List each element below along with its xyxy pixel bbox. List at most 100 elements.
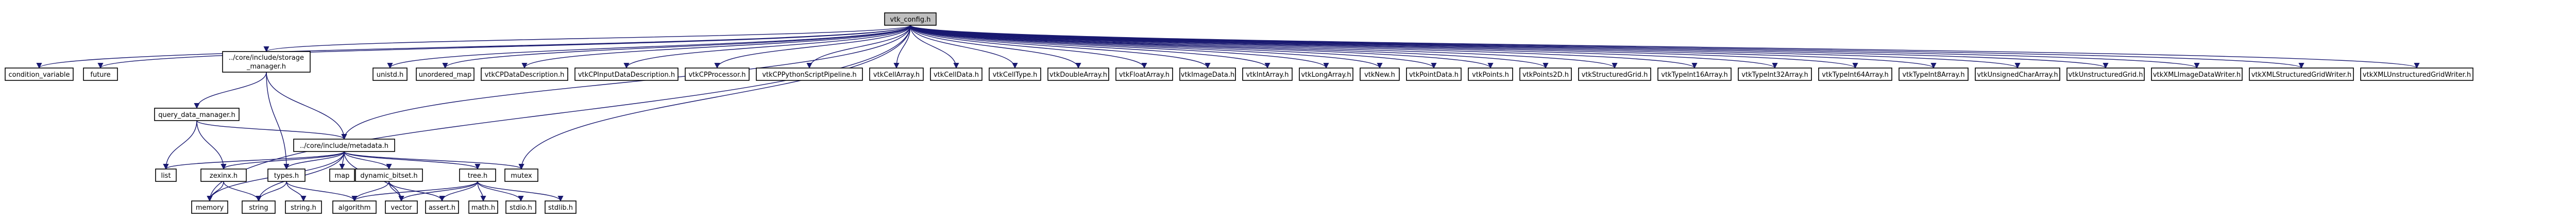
- node-box: [1519, 68, 1572, 81]
- node-assert-h[interactable]: assert.h: [425, 200, 459, 214]
- node-box: [1899, 68, 1969, 81]
- node-label: vtkXMLStructuredGridWriter.h: [2251, 71, 2352, 79]
- node-vtktypeint16array-h[interactable]: vtkTypeInt16Array.h: [1657, 68, 1732, 81]
- node-label: vtkCPInputDataDescription.h: [578, 71, 675, 79]
- node-label: string: [249, 204, 268, 212]
- node-map[interactable]: map: [329, 169, 355, 182]
- node-unistd-h[interactable]: unistd.h: [372, 68, 408, 81]
- node-box: [2151, 68, 2243, 81]
- node-vtkintarray-h[interactable]: vtkIntArray.h: [1242, 68, 1293, 81]
- node-future[interactable]: future: [83, 68, 118, 81]
- edge-tree-to-math: [477, 181, 486, 202]
- node-box: [416, 68, 474, 81]
- node-vtkstructuredgrid-h[interactable]: vtkStructuredGrid.h: [1578, 68, 1651, 81]
- node-vtktypeint32array-h[interactable]: vtkTypeInt32Array.h: [1738, 68, 1812, 81]
- edges-layer: [36, 25, 2419, 202]
- edge-root-to-metadata: [341, 25, 911, 140]
- edge-root-to-vtkCPDataDescription: [521, 25, 911, 69]
- node-vtkfloatarray-h[interactable]: vtkFloatArray.h: [1115, 68, 1173, 81]
- node-condition-variable[interactable]: condition_variable: [5, 68, 74, 81]
- node-vtkxmlstructuredgridwriter-h[interactable]: vtkXMLStructuredGridWriter.h: [2249, 68, 2354, 81]
- node-label: vtkCellType.h: [993, 71, 1038, 79]
- node-label: vtkPoints.h: [1472, 71, 1509, 79]
- node-core-include-storage-manager-h[interactable]: ../core/include/storage_manager.h: [222, 51, 311, 73]
- edge-metadata-to-zexinx: [221, 151, 345, 170]
- node-box: [5, 68, 74, 81]
- node-zexinx-h[interactable]: zexinx.h: [200, 169, 247, 182]
- node-string[interactable]: string: [242, 200, 276, 214]
- node-vtkunsignedchararray-h[interactable]: vtkUnsignedCharArray.h: [1975, 68, 2060, 81]
- node-vtkpointdata-h[interactable]: vtkPointData.h: [1406, 68, 1462, 81]
- node-label: vtkUnsignedCharArray.h: [1977, 71, 2058, 79]
- node-box: [355, 169, 423, 182]
- node-vtkpoints2d-h[interactable]: vtkPoints2D.h: [1519, 68, 1572, 81]
- node-label: vtkCellData.h: [934, 71, 979, 79]
- node-types-h[interactable]: types.h: [267, 169, 306, 182]
- node-label: assert.h: [429, 204, 455, 212]
- node-vtkpoints-h[interactable]: vtkPoints.h: [1468, 68, 1513, 81]
- node-vtkdoublearray-h[interactable]: vtkDoubleArray.h: [1047, 68, 1109, 81]
- node-vtkcpdatadescription-h[interactable]: vtkCPDataDescription.h: [481, 68, 568, 81]
- node-algorithm[interactable]: algorithm: [332, 200, 377, 214]
- node-box: [154, 108, 240, 121]
- node-vtkcellarray-h[interactable]: vtkCellArray.h: [869, 68, 924, 81]
- node-list[interactable]: list: [155, 169, 177, 182]
- node-vtkxmlimagedatawriter-h[interactable]: vtkXMLImageDataWriter.h: [2151, 68, 2243, 81]
- node-dynamic-bitset-h[interactable]: dynamic_bitset.h: [355, 169, 423, 182]
- node-label: algorithm: [338, 204, 371, 212]
- node-box: [2360, 68, 2473, 81]
- node-label: vector: [391, 204, 412, 212]
- node-vector[interactable]: vector: [385, 200, 418, 214]
- node-vtkimagedata-h[interactable]: vtkImageData.h: [1179, 68, 1236, 81]
- node-box: [1578, 68, 1651, 81]
- edge-root-to-vtkImageData: [910, 25, 1211, 69]
- node-mutex[interactable]: mutex: [504, 169, 538, 182]
- node-vtkcpprocessor-h[interactable]: vtkCPProcessor.h: [685, 68, 750, 81]
- edge-root-to-vtkNew: [910, 25, 1383, 69]
- node-math-h[interactable]: math.h: [468, 200, 498, 214]
- node-label: vtkTypeInt8Array.h: [1902, 71, 1964, 79]
- node-vtkcppythonscriptpipeline-h[interactable]: vtkCPPythonScriptPipeline.h: [756, 68, 863, 81]
- node-vtkcpinputdatadescription-h[interactable]: vtkCPInputDataDescription.h: [574, 68, 679, 81]
- edge-metadata-to-list: [163, 151, 345, 170]
- node-box: [425, 200, 459, 214]
- node-vtkunstructuredgrid-h[interactable]: vtkUnstructuredGrid.h: [2066, 68, 2145, 81]
- edge-root-to-vtkStructuredGrid: [910, 25, 1618, 69]
- node-stdlib-h[interactable]: stdlib.h: [545, 200, 577, 214]
- edge-metadata-to-tree: [344, 151, 481, 170]
- node-core-include-metadata-h[interactable]: ../core/include/metadata.h: [293, 139, 395, 152]
- node-box: [2066, 68, 2145, 81]
- node-box: [242, 200, 276, 214]
- node-vtkxmlunstructuredgridwriter-h[interactable]: vtkXMLUnstructuredGridWriter.h: [2360, 68, 2473, 81]
- node-label: ../core/include/metadata.h: [300, 142, 388, 150]
- edge-root-to-vtkTypeInt64Array: [910, 25, 1858, 69]
- edge-root-to-vtkCPInputDataDescription: [623, 25, 911, 69]
- node-box: [505, 200, 536, 214]
- edge-root-to-mutex: [518, 25, 911, 170]
- node-vtktypeint64array-h[interactable]: vtkTypeInt64Array.h: [1818, 68, 1892, 81]
- edge-root-to-vtkFloatArray: [910, 25, 1147, 69]
- edge-root-to-vtkXMLImageDataWriter: [910, 25, 2199, 69]
- node-box: [83, 68, 118, 81]
- node-label: tree.h: [468, 172, 488, 180]
- edge-types-to-stringh: [286, 181, 307, 202]
- node-vtkcelltype-h[interactable]: vtkCellType.h: [989, 68, 1041, 81]
- node-vtktypeint8array-h[interactable]: vtkTypeInt8Array.h: [1899, 68, 1969, 81]
- node-label: stdio.h: [510, 204, 532, 212]
- node-stdio-h[interactable]: stdio.h: [505, 200, 536, 214]
- edge-root-to-vtkXMLUnstructuredGridWriter: [910, 25, 2419, 69]
- node-box: [191, 200, 228, 214]
- node-label: vtkDoubleArray.h: [1049, 71, 1107, 79]
- node-vtklongarray-h[interactable]: vtkLongArray.h: [1299, 68, 1353, 81]
- edge-query-to-zexinx: [196, 120, 227, 170]
- node-query-data-manager-h[interactable]: query_data_manager.h: [154, 108, 240, 121]
- node-vtknew-h[interactable]: vtkNew.h: [1360, 68, 1400, 81]
- node-tree-h[interactable]: tree.h: [459, 169, 496, 182]
- edge-root-to-vtkTypeInt32Array: [910, 25, 1778, 69]
- node-label: vtkTypeInt64Array.h: [1822, 71, 1888, 79]
- node-label: stdlib.h: [548, 204, 573, 212]
- node-vtkcelldata-h[interactable]: vtkCellData.h: [930, 68, 982, 81]
- node-memory[interactable]: memory: [191, 200, 228, 214]
- node-string-h[interactable]: string.h: [285, 200, 322, 214]
- node-unordered-map[interactable]: unordered_map: [416, 68, 474, 81]
